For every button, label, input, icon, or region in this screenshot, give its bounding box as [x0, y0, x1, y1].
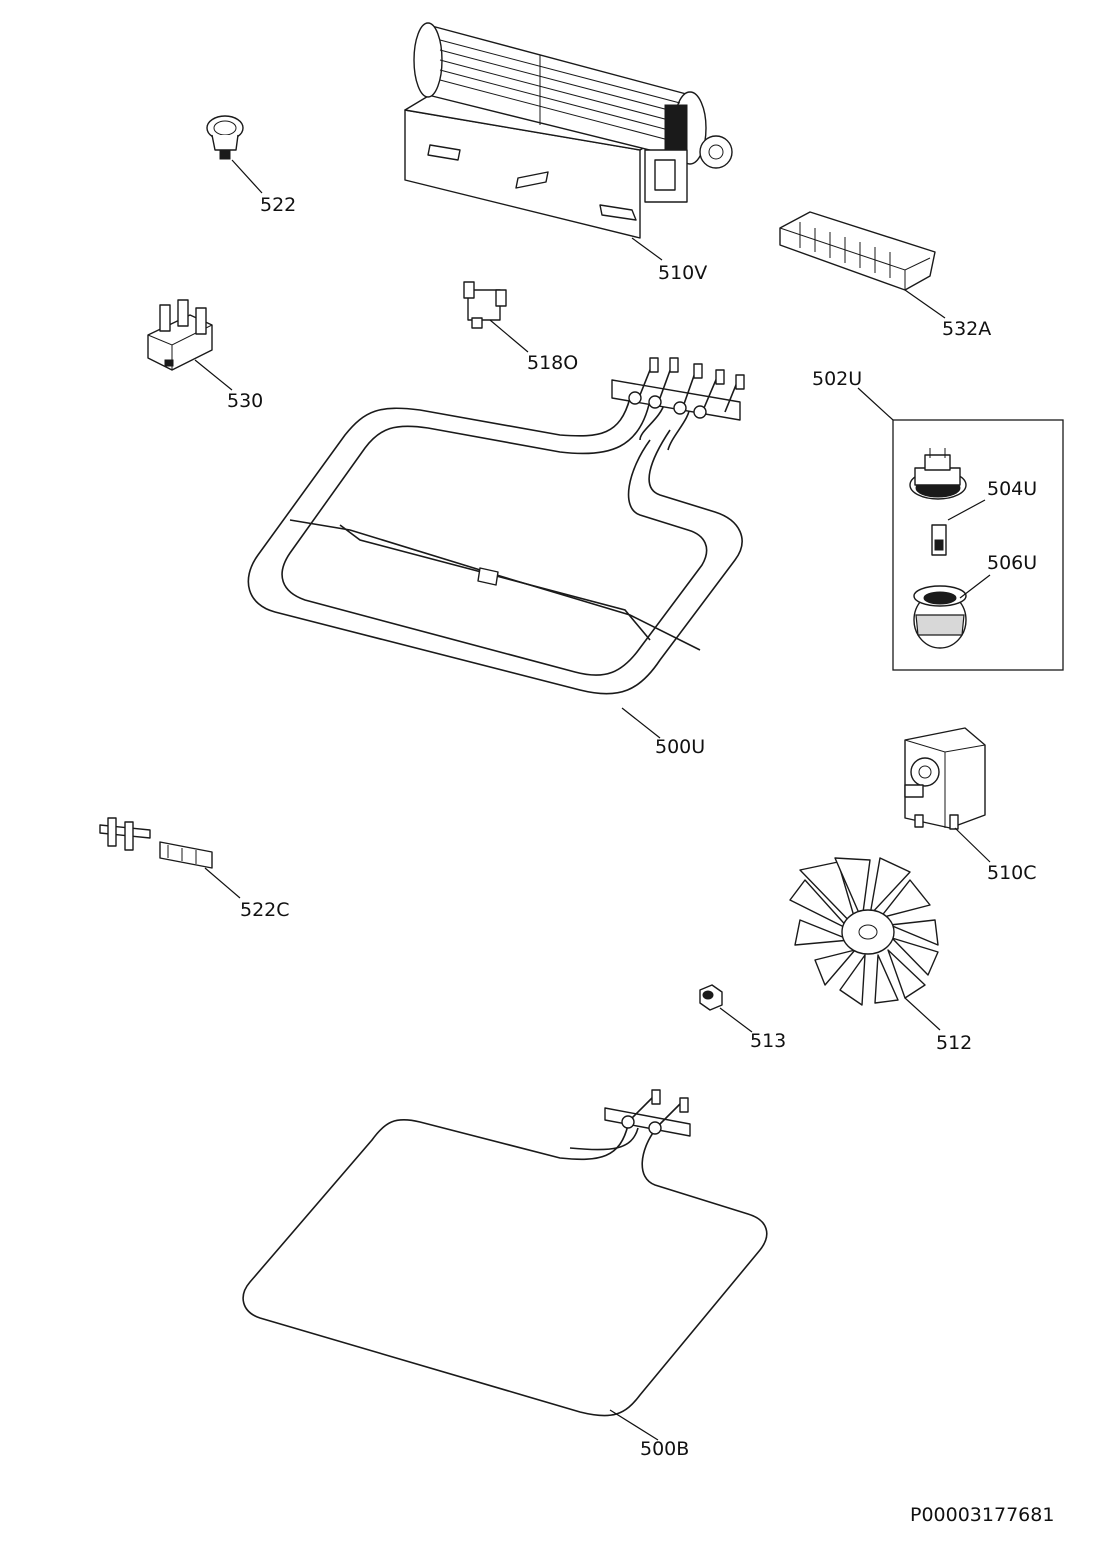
part-512-fan-blade [789, 857, 941, 1031]
label-522C: 522C [240, 899, 290, 921]
label-510V: 510V [658, 262, 708, 284]
part-513-nut [699, 984, 753, 1033]
label-518O: 518O [527, 352, 579, 374]
part-502U-lamp-assembly [857, 387, 1064, 671]
label-510C: 510C [987, 862, 1037, 884]
label-506U: 506U [987, 552, 1038, 574]
label-530: 530 [227, 390, 264, 412]
part-530-terminal [147, 299, 233, 391]
label-532A: 532A [942, 318, 992, 340]
part-500U-upper-heating-element [247, 357, 745, 739]
label-513: 513 [750, 1030, 787, 1052]
part-510V-tangential-fan [404, 22, 733, 261]
part-522-clamp [206, 115, 263, 194]
part-510C-motor [904, 727, 991, 863]
label-502U: 502U [812, 368, 863, 390]
label-504U: 504U [987, 478, 1038, 500]
label-500U: 500U [655, 736, 706, 758]
part-500B-lower-heating-element [242, 1089, 768, 1441]
part-532A-terminal-block [779, 211, 946, 319]
document-id: P00003177681 [910, 1504, 1055, 1526]
label-512: 512 [936, 1032, 973, 1054]
part-518O-thermostat [463, 281, 529, 353]
label-500B: 500B [640, 1438, 690, 1460]
part-522C-contact-block [99, 817, 241, 899]
label-522: 522 [260, 194, 297, 216]
